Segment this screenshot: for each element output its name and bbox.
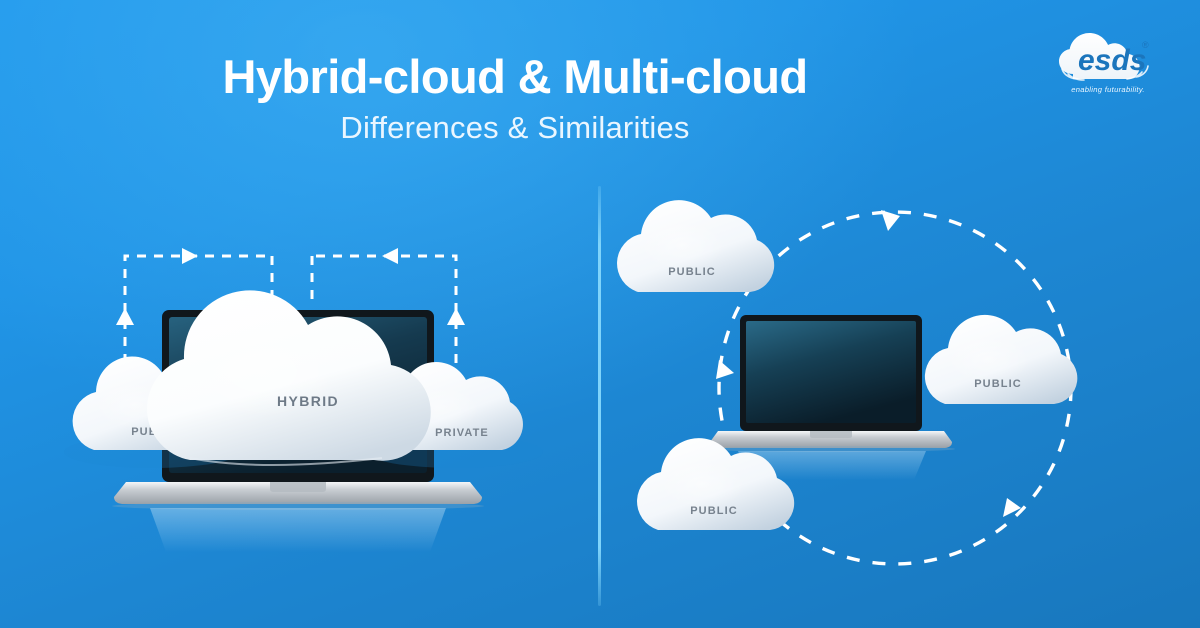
cloud-label-public: PUBLIC	[690, 505, 738, 517]
cloud-public-right: PUBLIC	[924, 314, 1078, 404]
cloud-public-bottom-left: PUBLIC	[637, 438, 795, 530]
arrow-left-icon	[382, 248, 398, 264]
arrow-clockwise-icon	[881, 210, 900, 231]
page-title: Hybrid-cloud & Multi-cloud	[222, 50, 808, 103]
arrow-up-icon	[116, 308, 134, 325]
logo-trademark-icon: ®	[1142, 40, 1149, 50]
cloud-label-public: PUBLIC	[974, 378, 1022, 390]
cloud-hybrid: HYBRID	[147, 290, 431, 466]
logo-cloud-icon	[1059, 33, 1149, 81]
cloud-label-private: PRIVATE	[435, 427, 489, 439]
laptop-screen	[746, 321, 916, 423]
cloud-public-top-left: PUBLIC	[617, 200, 775, 292]
connector-right-bracket	[312, 254, 458, 414]
arrow-clockwise-icon	[716, 360, 734, 379]
arrow-right-icon	[182, 248, 198, 264]
cloud-label-hybrid: HYBRID	[277, 393, 339, 409]
esds-logo[interactable]: esds ® enabling futurability.	[1048, 22, 1168, 98]
arrow-up-icon	[447, 308, 465, 325]
logo-tagline: enabling futurability.	[1071, 85, 1145, 94]
laptop-device	[707, 315, 955, 480]
title-block: Hybrid-cloud & Multi-cloud Differences &…	[0, 52, 1030, 146]
cloud-label-public: PUBLIC	[668, 266, 716, 278]
multi-cloud-panel: PUBLIC PUBLIC PUBLIC	[600, 0, 1200, 628]
page-subtitle: Differences & Similarities	[340, 110, 690, 146]
logo-wordmark: esds	[1078, 44, 1146, 77]
arrow-clockwise-icon	[1003, 498, 1021, 517]
panel-divider	[598, 186, 601, 606]
hybrid-cloud-panel: PUBLIC PRIVATE HYBRID	[0, 0, 598, 628]
